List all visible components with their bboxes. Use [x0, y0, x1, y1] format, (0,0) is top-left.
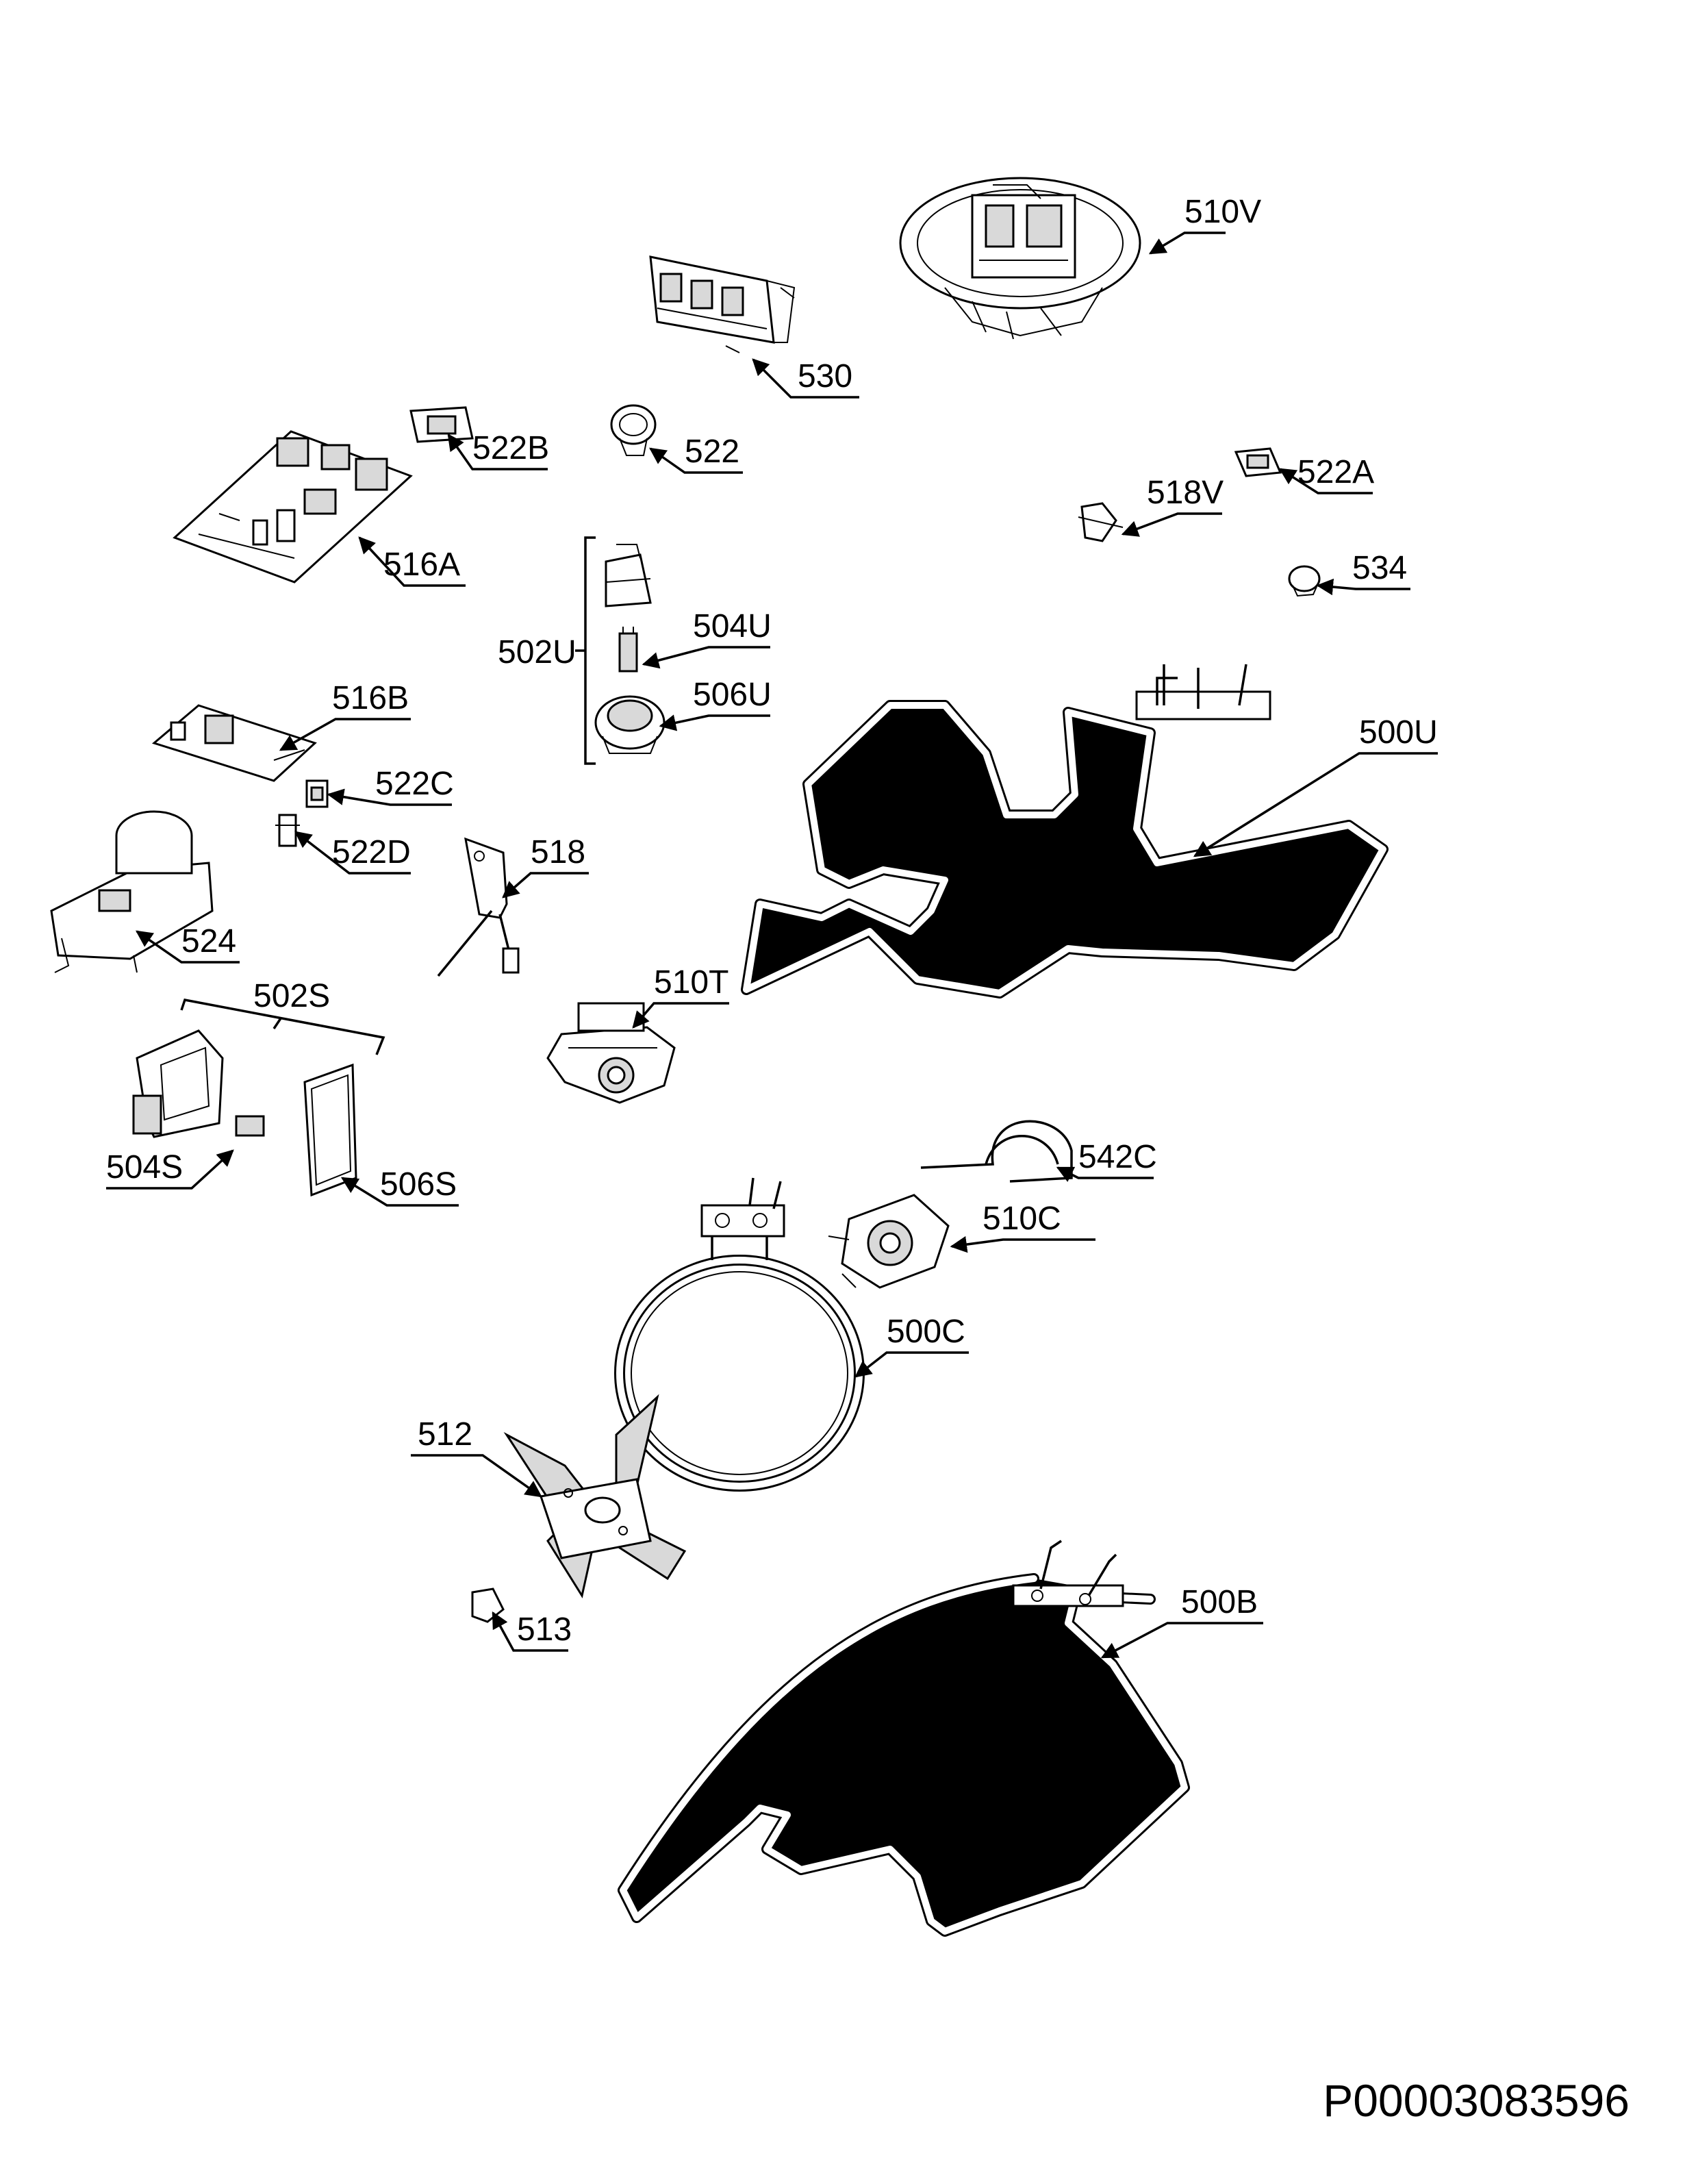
part-500B-bottom-heater [623, 1540, 1184, 1931]
part-518-sensor-probe [437, 837, 520, 977]
label-522: 522 [685, 434, 739, 470]
part-524-door-lock [50, 810, 214, 973]
label-518V: 518V [1147, 475, 1224, 511]
document-code: P00003083596 [1323, 2075, 1630, 2126]
part-502U-switch-group [575, 536, 666, 765]
label-516B: 516B [332, 680, 409, 716]
part-502S-door-switch-group [132, 998, 385, 1197]
callout-leaders [106, 231, 1438, 1659]
label-522C: 522C [375, 766, 454, 802]
label-510T: 510T [654, 964, 728, 1001]
part-500U-top-heater [746, 664, 1383, 993]
part-522A-connector [1234, 447, 1282, 477]
part-522-round-connector [610, 404, 657, 456]
label-534: 534 [1352, 550, 1407, 586]
label-522A: 522A [1297, 454, 1374, 490]
part-510V-fan-motor [899, 177, 1141, 340]
part-513-nut [471, 1587, 505, 1623]
label-506S: 506S [380, 1166, 457, 1203]
part-534-lamp [1288, 565, 1321, 597]
label-504S: 504S [106, 1149, 183, 1185]
part-522D-connector [275, 814, 300, 847]
label-510C: 510C [983, 1201, 1061, 1237]
label-500C: 500C [887, 1314, 965, 1350]
label-506U: 506U [693, 677, 772, 713]
label-513: 513 [517, 1611, 572, 1648]
part-530-terminal-block [649, 255, 796, 353]
label-530: 530 [798, 358, 852, 394]
part-542C-clamp [920, 1120, 1073, 1183]
part-522C-connector [305, 779, 329, 808]
label-512: 512 [418, 1416, 472, 1453]
part-516A-control-board [173, 430, 413, 583]
label-502U: 502U [498, 634, 576, 670]
part-510T-motor [546, 1002, 676, 1104]
part-518V-clip [1078, 502, 1124, 542]
label-524: 524 [181, 923, 236, 959]
label-510V: 510V [1184, 194, 1261, 230]
label-542C: 542C [1078, 1139, 1157, 1175]
label-518: 518 [531, 834, 585, 870]
part-522B-connector [409, 406, 474, 443]
label-502S: 502S [253, 978, 330, 1014]
label-522D: 522D [332, 834, 411, 870]
label-522B: 522B [472, 430, 549, 466]
part-512-fan-blade [503, 1394, 687, 1598]
label-504U: 504U [693, 608, 772, 644]
part-516B-board [151, 704, 317, 782]
label-500B: 500B [1181, 1584, 1258, 1620]
label-516A: 516A [383, 547, 460, 583]
part-500C-circular-heater [614, 1177, 865, 1492]
label-500U: 500U [1359, 714, 1438, 751]
part-510C-motor [828, 1194, 950, 1289]
